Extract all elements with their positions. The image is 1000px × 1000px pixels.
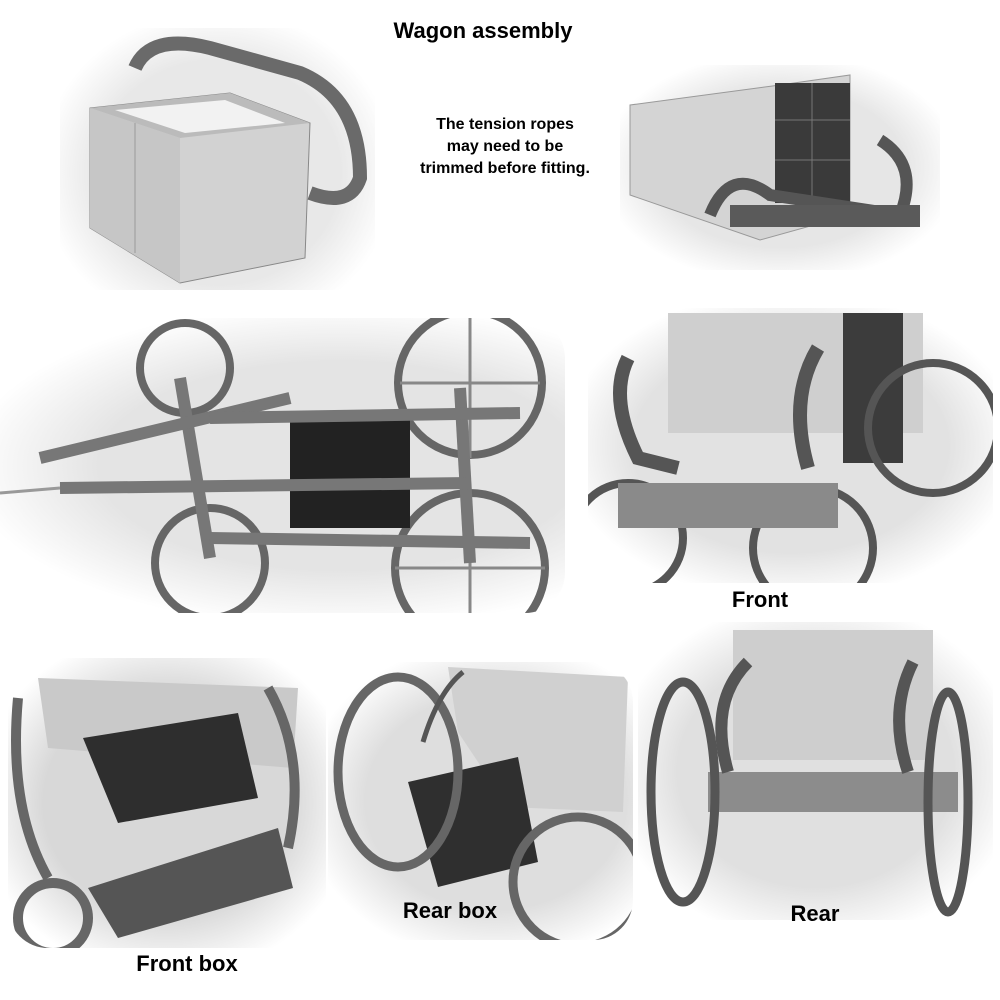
- front-box-caption: Front box: [136, 951, 238, 976]
- front-box-photo: [8, 658, 326, 948]
- box-with-drawers-photo: [620, 65, 940, 270]
- page-title: Wagon assembly: [393, 18, 573, 43]
- rear-box-caption: Rear box: [402, 898, 498, 923]
- note-line: The tension ropes: [436, 116, 574, 133]
- rear-view-photo: [638, 622, 993, 920]
- rear-caption: Rear: [790, 901, 840, 926]
- assembly-note: The tension ropes may need to be trimmed…: [380, 114, 630, 180]
- note-line: trimmed before fitting.: [420, 160, 590, 177]
- front-caption: Front: [731, 587, 789, 612]
- box-with-rail-photo: [60, 28, 375, 290]
- front-view-photo: [588, 308, 993, 583]
- rear-box-photo: [328, 662, 633, 940]
- note-line: may need to be: [446, 138, 564, 155]
- wagon-top-view-photo: [0, 318, 565, 613]
